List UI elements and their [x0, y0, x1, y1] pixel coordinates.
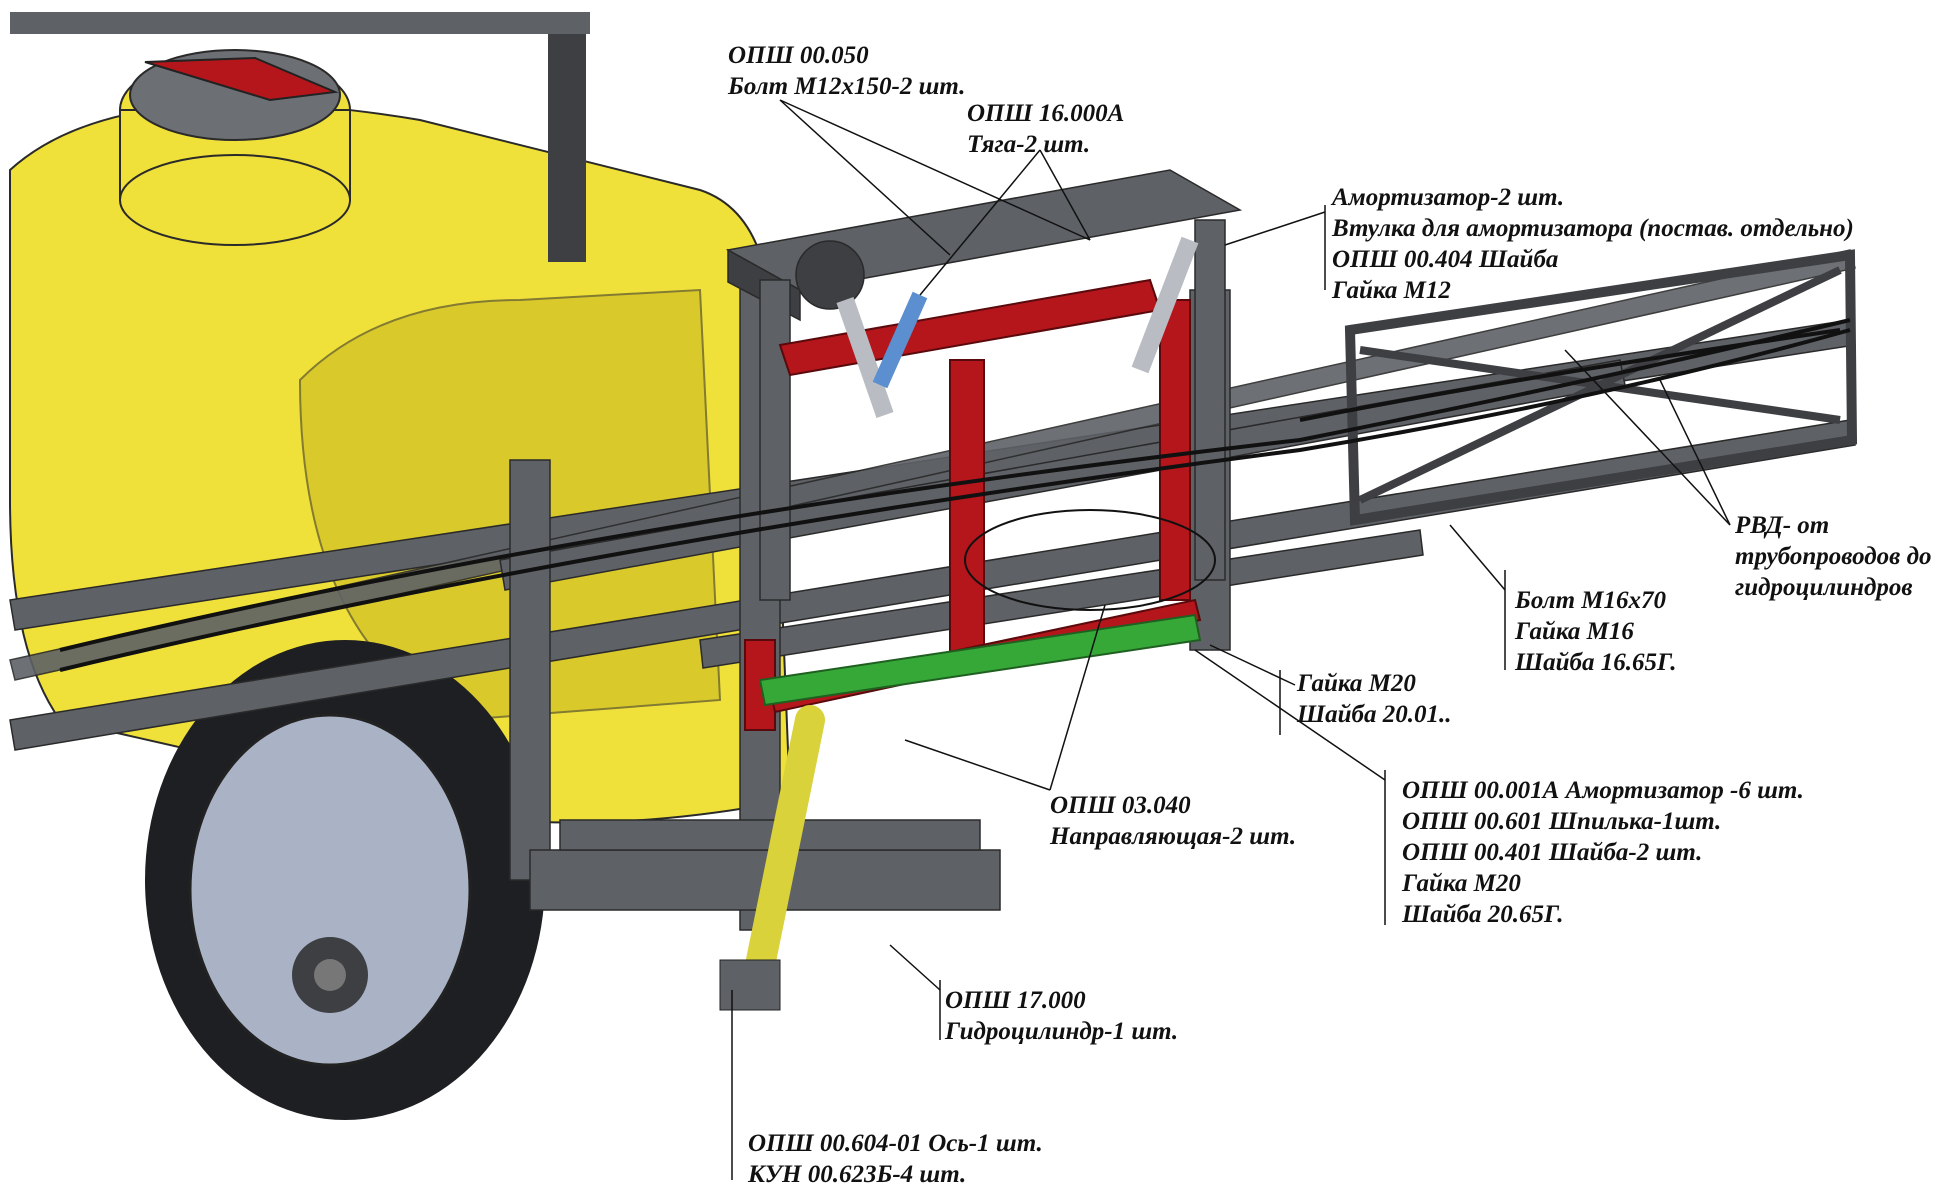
callout-line: гидроцилиндров [1735, 574, 1913, 601]
callout-line: ОПШ 00.601 Шпилька-1шт. [1402, 808, 1722, 835]
callout-line: Шайба 16.65Г. [1515, 649, 1677, 676]
callout-line: Гайка М16 [1515, 618, 1634, 645]
callout-line: ОПШ 17.000 [945, 987, 1086, 1014]
shock-absorbers [836, 236, 1199, 418]
callout-line: Направляющая-2 шт. [1050, 823, 1297, 850]
callout-line: ОПШ 00.604-01 Ось-1 шт. [748, 1130, 1043, 1157]
callout-absorber-bushing: Амортизатор-2 шт. Втулка для амортизатор… [1332, 182, 1854, 306]
tank-lid [144, 56, 339, 102]
hoses [59, 318, 1851, 672]
callout-line: Гайка М12 [1332, 277, 1451, 304]
callout-cylinder: ОПШ 17.000 Гидроцилиндр-1 шт. [945, 985, 1178, 1047]
callout-line: ОПШ 00.050 [728, 42, 869, 69]
callout-line: Болт М16х70 [1515, 587, 1667, 614]
callout-line: Болт М12х150-2 шт. [728, 73, 966, 100]
callout-hoses: РВД- от трубопроводов до гидроцилиндров [1735, 510, 1932, 603]
hydraulic-cylinder [719, 705, 825, 1011]
callout-line: Тяга-2 шт. [967, 131, 1091, 158]
callout-bolt-m12x150: ОПШ 00.050 Болт М12х150-2 шт. [728, 40, 965, 102]
callout-line: трубопроводов до [1735, 543, 1932, 570]
callout-rod: ОПШ 16.000А Тяга-2 шт. [967, 98, 1124, 160]
callout-line: КУН 00.623Б-4 шт. [748, 1161, 967, 1188]
highlight-ellipse [964, 509, 1216, 611]
callout-line: ОПШ 03.040 [1050, 792, 1191, 819]
callout-line: ОПШ 00.001А Амортизатор -6 шт. [1402, 777, 1804, 804]
callout-line: Шайба 20.65Г. [1402, 901, 1564, 928]
callout-absorber-6: ОПШ 00.001А Амортизатор -6 шт. ОПШ 00.60… [1402, 775, 1804, 930]
callout-line: ОПШ 16.000А [967, 100, 1125, 127]
callout-guide: ОПШ 03.040 Направляющая-2 шт. [1050, 790, 1296, 852]
callout-line: РВД- от [1735, 512, 1830, 539]
rear-post [548, 12, 586, 262]
leader-lines [731, 99, 1731, 1180]
callout-nut-m20: Гайка М20 Шайба 20.01.. [1297, 668, 1452, 730]
callout-line: Шайба 20.01.. [1297, 701, 1452, 728]
callout-line: Втулка для амортизатора (постав. отдельн… [1332, 215, 1854, 242]
callout-line: Гайка М20 [1402, 870, 1521, 897]
carriage [725, 169, 1243, 601]
callout-bolt-m16x70: Болт М16х70 Гайка М16 Шайба 16.65Г. [1515, 585, 1677, 678]
green-guide-rail [758, 613, 1202, 707]
callout-axle: ОПШ 00.604-01 Ось-1 шт. КУН 00.623Б-4 шт… [748, 1128, 1043, 1190]
tank [9, 49, 792, 824]
callout-line: Гидроцилиндр-1 шт. [945, 1018, 1179, 1045]
callout-line: ОПШ 00.404 Шайба [1332, 246, 1559, 273]
callout-line: Амортизатор-2 шт. [1332, 184, 1565, 211]
callout-line: ОПШ 00.401 Шайба-2 шт. [1402, 839, 1703, 866]
wheel [145, 640, 545, 1120]
callout-line: Гайка М20 [1297, 670, 1416, 697]
top-bar [10, 12, 590, 34]
